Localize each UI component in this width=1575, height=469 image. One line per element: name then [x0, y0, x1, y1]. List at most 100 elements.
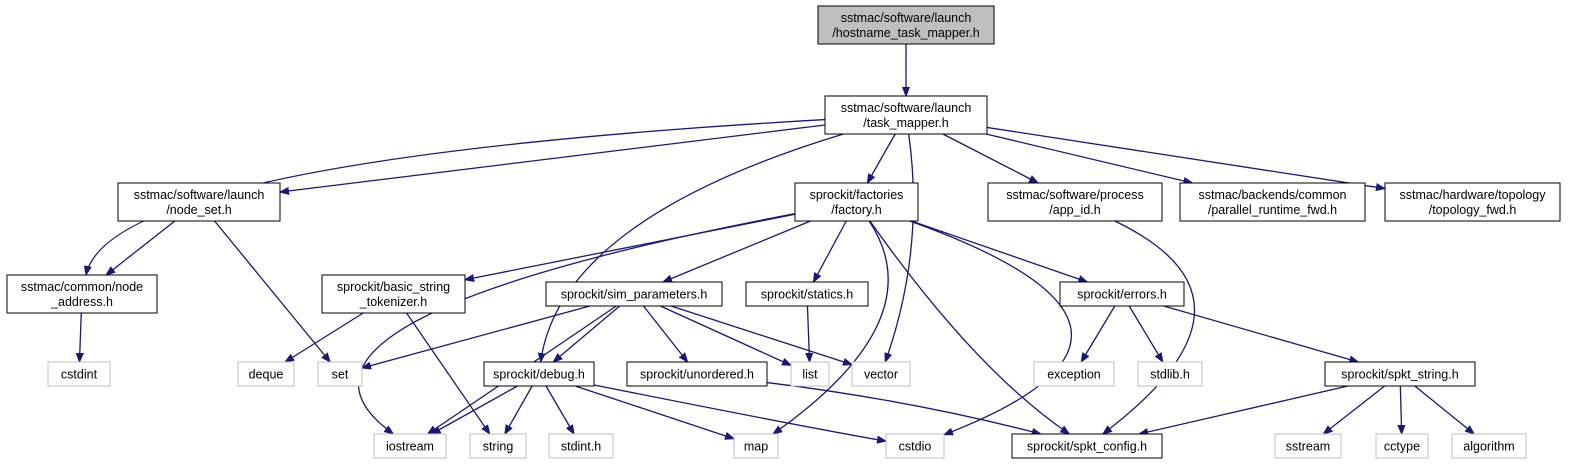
edge-spkt-string-to-sstream — [1323, 385, 1386, 434]
edge-factory-to-sim-parameters — [663, 220, 811, 283]
edge-factory-to-spkt-config — [869, 220, 1069, 434]
edge-unordered-to-spkt-config — [766, 381, 1041, 434]
node-cstdint: cstdint — [47, 361, 111, 387]
node-label-line: vector — [864, 368, 898, 382]
node-box — [790, 361, 830, 387]
node-label-line: /factory.h — [831, 203, 882, 217]
node-box — [47, 361, 111, 387]
node-box — [483, 361, 595, 387]
edge-node-set-to-node-address — [106, 220, 176, 275]
node-label-line: set — [332, 368, 349, 382]
node-box — [824, 95, 988, 135]
node-label-line: sstmac/hardware/topology — [1400, 188, 1547, 202]
node-box — [1179, 182, 1366, 222]
edge-spkt-string-to-cctype — [1400, 385, 1401, 434]
node-label-line: sstmac/software/launch — [841, 101, 972, 115]
edge-sim-parameters-to-unordered — [642, 305, 687, 362]
node-label-line: sprockit/factories — [810, 188, 904, 202]
node-stdint: stdint.h — [548, 433, 614, 459]
edge-debug-to-map — [574, 385, 734, 439]
node-set: set — [317, 361, 363, 387]
node-box — [733, 433, 779, 459]
node-label-line: deque — [249, 368, 284, 382]
node-label-line: exception — [1047, 368, 1101, 382]
node-box — [817, 5, 995, 45]
edge-sim-parameters-to-list — [660, 305, 791, 366]
edge-task-mapper-to-app-id — [942, 133, 1038, 183]
node-box — [237, 361, 295, 387]
node-box — [321, 274, 466, 314]
node-statics[interactable]: sprockit/statics.h — [745, 281, 869, 307]
node-box — [1375, 433, 1429, 459]
edge-factory-to-cstdio — [909, 220, 1072, 436]
node-label-line: cstdint — [61, 368, 98, 382]
nodes-layer: sstmac/software/launch/hostname_task_map… — [6, 5, 1561, 459]
node-label-line: string — [483, 440, 514, 454]
node-box — [1384, 182, 1561, 222]
node-factory[interactable]: sprockit/factories/factory.h — [794, 182, 919, 222]
node-topology-fwd[interactable]: sstmac/hardware/topology/topology_fwd.h — [1384, 182, 1561, 222]
node-unordered[interactable]: sprockit/unordered.h — [626, 361, 768, 387]
edge-debug-to-iostream — [432, 385, 518, 434]
node-stdlib: stdlib.h — [1137, 361, 1203, 387]
node-label-line: sprockit/unordered.h — [640, 368, 754, 382]
node-label-line: iostream — [386, 440, 434, 454]
node-label-line: sprockit/errors.h — [1077, 288, 1167, 302]
node-label-line: map — [744, 440, 768, 454]
node-iostream: iostream — [373, 433, 447, 459]
node-label-line: cstdio — [899, 440, 932, 454]
edge-debug-to-string — [505, 385, 533, 434]
node-node-address[interactable]: sstmac/common/node_address.h — [6, 274, 158, 314]
node-box — [851, 361, 911, 387]
node-list: list — [790, 361, 830, 387]
edge-basic-string-tokenizer-to-deque — [285, 312, 364, 362]
node-label-line: sprockit/debug.h — [493, 368, 585, 382]
node-box — [1274, 433, 1342, 459]
node-debug[interactable]: sprockit/debug.h — [483, 361, 595, 387]
node-hostname-task-mapper[interactable]: sstmac/software/launch/hostname_task_map… — [817, 5, 995, 45]
node-label-line: sprockit/sim_parameters.h — [561, 288, 708, 302]
node-label-line: sstmac/backends/common — [1199, 188, 1347, 202]
edge-spkt-string-to-spkt-config — [1139, 385, 1348, 434]
node-label-line: /parallel_runtime_fwd.h — [1208, 203, 1337, 217]
node-label-line: sprockit/spkt_config.h — [1027, 440, 1147, 454]
node-label-line: /node_set.h — [166, 203, 231, 217]
node-errors[interactable]: sprockit/errors.h — [1059, 281, 1185, 307]
node-label-line: sstream — [1286, 440, 1330, 454]
edge-factory-to-statics — [813, 220, 847, 282]
node-label-line: cctype — [1384, 440, 1420, 454]
node-cctype: cctype — [1375, 433, 1429, 459]
node-box — [626, 361, 768, 387]
edge-errors-to-exception — [1081, 305, 1116, 362]
edge-task-mapper-to-debug — [541, 133, 844, 362]
node-box — [1137, 361, 1203, 387]
node-node-set[interactable]: sstmac/software/launch/node_set.h — [117, 182, 281, 222]
node-sstream: sstream — [1274, 433, 1342, 459]
edge-debug-to-cstdio — [593, 384, 886, 441]
edge-debug-to-stdint — [545, 385, 574, 434]
node-sim-parameters[interactable]: sprockit/sim_parameters.h — [545, 281, 723, 307]
edge-task-mapper-to-topology-fwd — [986, 126, 1385, 188]
edge-task-mapper-to-vector — [885, 133, 915, 362]
node-parallel-runtime-fwd[interactable]: sstmac/backends/common/parallel_runtime_… — [1179, 182, 1366, 222]
node-exception: exception — [1033, 361, 1115, 387]
edge-basic-string-tokenizer-to-string — [406, 312, 490, 434]
node-label-line: stdlib.h — [1150, 368, 1190, 382]
node-spkt-config[interactable]: sprockit/spkt_config.h — [1011, 433, 1163, 459]
node-cstdio: cstdio — [885, 433, 945, 459]
node-label-line: sstmac/software/launch — [841, 11, 972, 25]
edge-task-mapper-to-node-set — [280, 124, 826, 192]
edge-node-set-to-set — [214, 220, 331, 362]
node-task-mapper[interactable]: sstmac/software/launch/task_mapper.h — [824, 95, 988, 135]
edge-factory-to-iostream — [357, 213, 796, 434]
node-basic-string-tokenizer[interactable]: sprockit/basic_string_tokenizer.h — [321, 274, 466, 314]
edge-errors-to-stdlib — [1128, 305, 1163, 362]
edge-statics-to-list — [807, 305, 809, 362]
node-app-id[interactable]: sstmac/software/process/app_id.h — [987, 182, 1163, 222]
node-box — [745, 281, 869, 307]
edge-sim-parameters-to-set — [362, 305, 591, 368]
node-label-line: list — [802, 368, 818, 382]
node-box — [1011, 433, 1163, 459]
node-spkt-string[interactable]: sprockit/spkt_string.h — [1324, 361, 1476, 387]
